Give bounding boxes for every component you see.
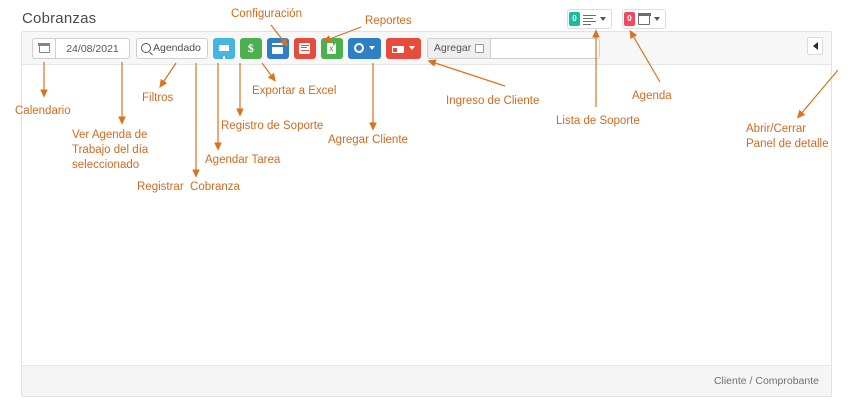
list-icon <box>583 14 596 25</box>
reportes-button[interactable] <box>385 37 421 59</box>
cliente-input[interactable] <box>490 37 601 59</box>
file-excel-icon: X <box>327 42 337 54</box>
footer-label: Cliente / Comprobante <box>713 375 819 387</box>
date-input[interactable]: 24/08/2021 <box>56 37 130 59</box>
toolbar: 24/08/2021 Agendado $ X <box>22 32 831 65</box>
configuracion-button[interactable] <box>347 37 381 59</box>
agendado-search-label: Agendado <box>153 42 201 54</box>
calendar-picker-button[interactable] <box>32 37 56 59</box>
caret-left-icon <box>812 42 818 50</box>
calendar-icon <box>38 42 50 53</box>
search-icon <box>141 43 151 53</box>
filtros-button[interactable] <box>212 37 235 60</box>
agendar-tarea-button[interactable] <box>266 37 289 59</box>
registro-de-soporte-button[interactable] <box>293 37 316 59</box>
agenda-badge: 0 <box>624 12 635 26</box>
annotation-reportes: Reportes <box>365 15 412 27</box>
page-title: Cobranzas <box>22 10 97 27</box>
annotation-configuracion: Configuración <box>231 8 302 20</box>
chevron-down-icon[interactable] <box>654 17 660 21</box>
chevron-down-icon <box>408 46 415 50</box>
main-panel: 24/08/2021 Agendado $ X <box>21 31 832 397</box>
agenda-group[interactable]: 0 <box>622 9 666 29</box>
registrar-cobranza-button[interactable]: $ <box>239 37 262 59</box>
card-footer: Cliente / Comprobante <box>22 365 831 396</box>
agregar-label: Agregar <box>433 42 472 54</box>
content-area <box>22 65 831 365</box>
lista-de-soporte-group[interactable]: 0 <box>567 9 612 29</box>
window-icon <box>391 43 404 53</box>
funnel-icon <box>218 45 229 60</box>
detail-panel-toggle-button[interactable] <box>807 37 823 55</box>
agregar-checkbox[interactable] <box>475 43 485 53</box>
lista-de-soporte-badge: 0 <box>569 12 580 26</box>
calendar-icon <box>637 13 651 25</box>
chevron-down-icon <box>368 46 375 50</box>
topright-button-groups: 0 0 <box>567 9 666 29</box>
chevron-down-icon[interactable] <box>600 17 606 21</box>
agendado-search-button[interactable]: Agendado <box>136 37 208 59</box>
dollar-icon: $ <box>247 41 254 55</box>
list-icon <box>299 42 311 54</box>
agregar-cliente-label-group[interactable]: Agregar <box>426 37 491 59</box>
exportar-excel-button[interactable]: X <box>320 37 343 59</box>
book-icon <box>272 42 284 54</box>
gear-icon <box>353 42 364 54</box>
